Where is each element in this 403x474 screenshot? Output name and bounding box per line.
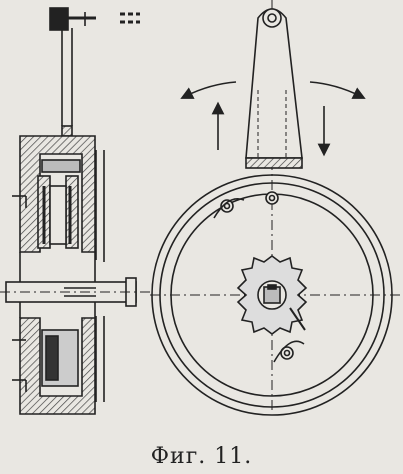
rotating-lever [245, 8, 303, 169]
sectional-view [0, 7, 150, 415]
ratchet-wheel [236, 255, 308, 335]
top-screw-rod [49, 7, 140, 31]
pin-center [265, 191, 279, 205]
pin-left [220, 199, 234, 213]
inner-ring [159, 182, 385, 408]
horizontal-shaft [0, 277, 150, 307]
motion-arrows [180, 81, 366, 157]
lower-housing [12, 316, 105, 415]
front-view [150, 0, 400, 416]
pin-lower [280, 346, 294, 360]
figure-caption: Фиг. 11. [150, 444, 253, 469]
outer-ring [151, 174, 393, 416]
vertical-lever [61, 28, 73, 137]
upper-housing [12, 135, 105, 262]
